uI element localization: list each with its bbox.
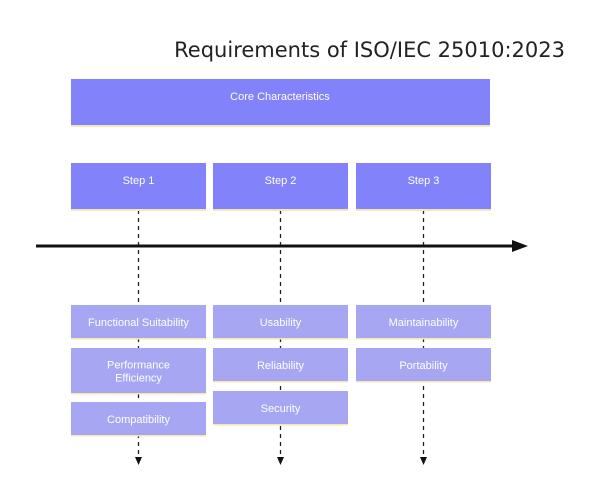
compatibility-label: Compatibility xyxy=(107,414,170,426)
portability-label: Portability xyxy=(399,360,448,372)
core-characteristics-label: Core Characteristics xyxy=(230,91,330,103)
reliability-label: Reliability xyxy=(257,360,305,372)
performance-efficiency-label: Performance xyxy=(107,360,170,372)
maintainability-label: Maintainability xyxy=(389,317,459,329)
step-1-label: Step 1 xyxy=(123,175,155,187)
diagram-title: Requirements of ISO/IEC 25010:2023 xyxy=(174,38,565,62)
functional-suitability-label: Functional Suitability xyxy=(88,317,189,329)
step-2-label: Step 2 xyxy=(265,175,297,187)
step-1-guide-arrow xyxy=(135,457,142,465)
maintainability-box: Maintainability xyxy=(356,305,491,340)
timeline-arrow-head xyxy=(512,240,528,252)
step-2-box: Step 2 xyxy=(213,163,348,211)
reliability-box: Reliability xyxy=(213,348,348,383)
step-1-box: Step 1 xyxy=(71,163,206,211)
core-characteristics-box: Core Characteristics xyxy=(71,79,490,127)
step-3-label: Step 3 xyxy=(408,175,440,187)
security-box: Security xyxy=(213,391,348,426)
usability-label: Usability xyxy=(260,317,302,329)
step-3-box: Step 3 xyxy=(356,163,491,211)
step-boxes: Step 1 Step 2 Step 3 xyxy=(71,163,491,211)
security-label: Security xyxy=(261,403,301,415)
step-2-guide-arrow xyxy=(277,457,284,465)
portability-box: Portability xyxy=(356,348,491,383)
usability-box: Usability xyxy=(213,305,348,340)
step-3-guide-arrow xyxy=(420,457,427,465)
characteristic-boxes: Functional SuitabilityPerformanceEfficie… xyxy=(71,305,491,437)
compatibility-box: Compatibility xyxy=(71,402,206,437)
functional-suitability-box: Functional Suitability xyxy=(71,305,206,340)
performance-efficiency-label: Efficiency xyxy=(115,373,162,385)
timeline-axis xyxy=(36,240,528,252)
